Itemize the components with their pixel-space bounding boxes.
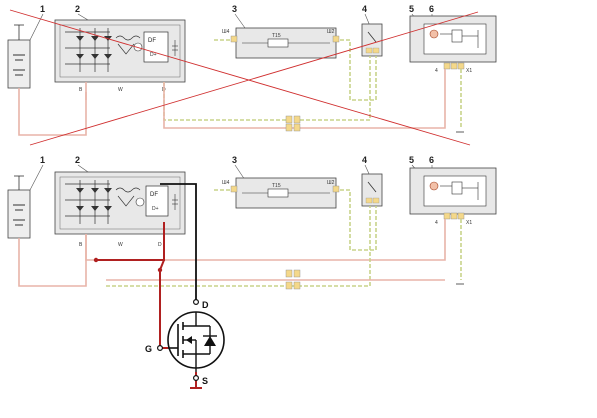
source-label: S bbox=[202, 376, 208, 386]
label-6: 6 bbox=[429, 4, 434, 14]
cross-out bbox=[9, 9, 479, 146]
terminal-b-top: B bbox=[79, 87, 83, 93]
label-6-bottom: 6 bbox=[429, 155, 434, 165]
resistor-block-bottom: Т15 Ш4 Ш2 bbox=[222, 177, 340, 209]
terminal-b-bottom: B bbox=[79, 242, 83, 248]
label-1-bottom: 1 bbox=[40, 155, 45, 165]
drain-label: D bbox=[202, 300, 209, 310]
label-1: 1 bbox=[40, 4, 45, 14]
battery-bottom bbox=[7, 175, 31, 239]
label-2-bottom: 2 bbox=[75, 155, 80, 165]
mosfet-transistor: D G S bbox=[145, 299, 225, 386]
connector-right-top: Ш2 bbox=[327, 29, 335, 35]
switch-top bbox=[361, 23, 383, 57]
pin-a-bottom: 4 bbox=[435, 220, 438, 226]
terminal-d-bottom: D bbox=[158, 242, 162, 248]
terminal-w-top: W bbox=[118, 87, 123, 93]
terminal-w-bottom: W bbox=[118, 242, 123, 248]
regulator-sub-label-bottom: D+ bbox=[152, 206, 159, 212]
label-2: 2 bbox=[75, 4, 80, 14]
label-4-bottom: 4 bbox=[362, 155, 367, 165]
connector-left-top: Ш4 bbox=[222, 29, 230, 35]
relay-bottom: X1 4 bbox=[409, 167, 497, 226]
regulator-sub-label-top: D+ bbox=[150, 52, 157, 58]
top-diagram: 1 2 3 4 5 6 bbox=[7, 4, 497, 146]
connector-x1-bottom: X1 bbox=[466, 220, 472, 226]
pin-a-top: 4 bbox=[435, 68, 438, 74]
gate-label: G bbox=[145, 344, 152, 354]
regulator-label-top: DF bbox=[148, 38, 156, 44]
connector-right-bottom: Ш2 bbox=[327, 180, 335, 186]
regulator-label-bottom: DF bbox=[150, 192, 158, 198]
resistor-block-top: Т15 Ш4 Ш2 bbox=[222, 27, 340, 59]
label-4: 4 bbox=[362, 4, 367, 14]
resistor-label-top: Т15 bbox=[272, 33, 281, 39]
generator-top: DF D+ B W D bbox=[54, 19, 186, 93]
battery-top bbox=[7, 24, 31, 89]
connector-left-bottom: Ш4 bbox=[222, 180, 230, 186]
label-5-bottom: 5 bbox=[409, 155, 414, 165]
bottom-diagram: 1 2 3 4 5 6 bbox=[7, 155, 497, 389]
label-3: 3 bbox=[232, 4, 237, 14]
connector-x1-top: X1 bbox=[466, 68, 472, 74]
relay-top: X1 4 bbox=[409, 15, 497, 74]
label-3-bottom: 3 bbox=[232, 155, 237, 165]
switch-bottom bbox=[361, 173, 383, 207]
resistor-label-bottom: Т15 bbox=[272, 183, 281, 189]
label-5: 5 bbox=[409, 4, 414, 14]
